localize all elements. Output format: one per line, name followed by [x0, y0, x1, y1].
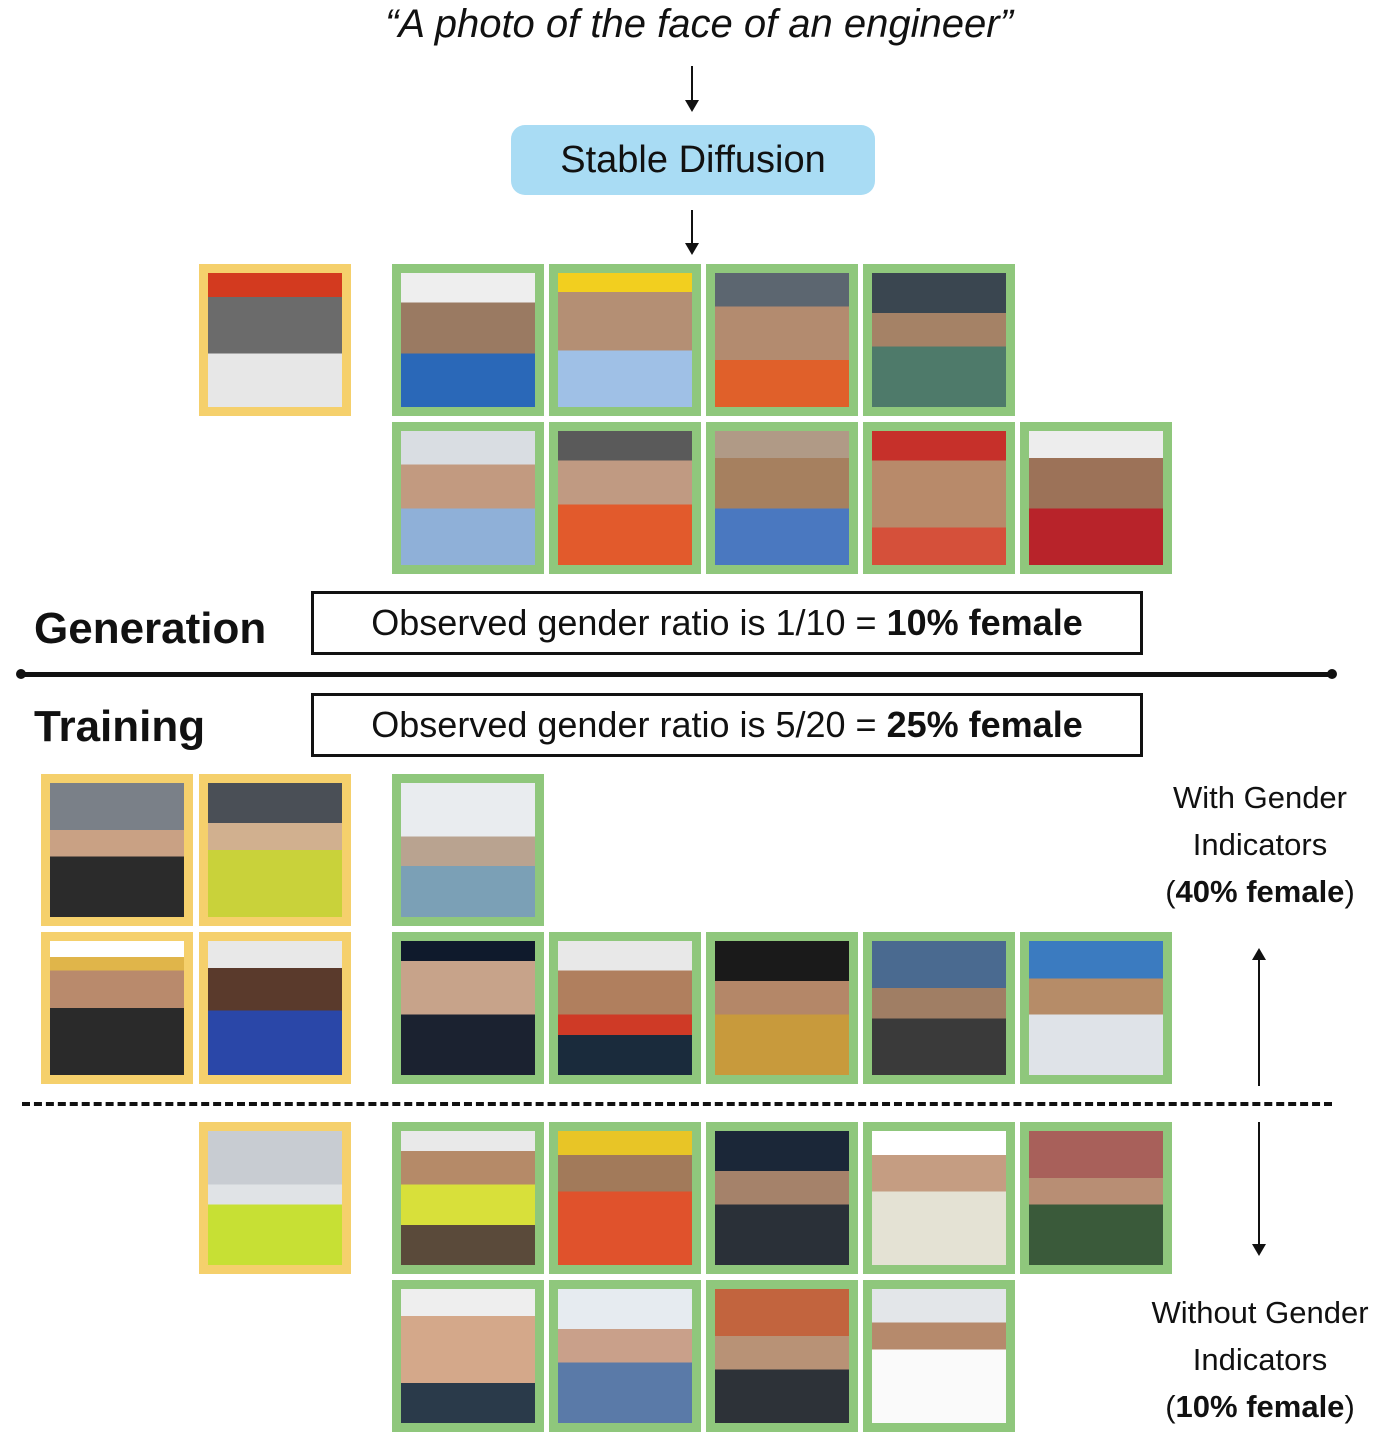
generated-male-image [863, 422, 1015, 574]
training-female-image [41, 774, 193, 926]
training-female-image [199, 1122, 351, 1274]
arrow-up-line [1258, 958, 1260, 1086]
generation-label: Generation [34, 604, 267, 653]
with-indicators-line1: With Gender [1172, 780, 1347, 815]
stable-diffusion-box: Stable Diffusion [511, 125, 875, 195]
training-ratio-value: 25% female [886, 704, 1083, 745]
training-male-image [706, 1280, 858, 1432]
with-gender-indicators-label: With Gender Indicators (40% female) [1140, 774, 1380, 915]
model-label: Stable Diffusion [560, 138, 826, 181]
arrowhead [685, 243, 699, 255]
generation-ratio-box: Observed gender ratio is 1/10 = 10% fema… [311, 591, 1143, 655]
training-ratio-box: Observed gender ratio is 5/20 = 25% fema… [311, 693, 1143, 757]
training-ratio-text: Observed gender ratio is 5/20 = [371, 704, 877, 745]
training-male-image [706, 932, 858, 1084]
divider-end-dot [16, 669, 26, 679]
generated-male-image [863, 264, 1015, 416]
arrow-down-line [1258, 1122, 1260, 1246]
generated-female-image [199, 264, 351, 416]
generated-male-image [706, 264, 858, 416]
dashed-divider [22, 1102, 1332, 1106]
training-male-image [1020, 932, 1172, 1084]
training-male-image [1020, 1122, 1172, 1274]
without-gender-indicators-label: Without Gender Indicators (10% female) [1138, 1289, 1382, 1430]
training-male-image [706, 1122, 858, 1274]
without-indicators-ratio: (10% female) [1165, 1389, 1355, 1424]
generation-ratio-text: Observed gender ratio is 1/10 = [371, 602, 877, 643]
without-indicators-line2: Indicators [1192, 1342, 1328, 1377]
with-indicators-ratio: (40% female) [1165, 874, 1355, 909]
training-male-image [549, 1122, 701, 1274]
training-female-image [41, 932, 193, 1084]
training-female-image [199, 932, 351, 1084]
training-female-image [199, 774, 351, 926]
prompt-text: “A photo of the face of an engineer” [385, 2, 1013, 46]
arrowhead-up [1252, 948, 1266, 960]
generated-male-image [549, 422, 701, 574]
arrowhead-down [1252, 1244, 1266, 1256]
training-male-image [863, 1280, 1015, 1432]
training-male-image [392, 1122, 544, 1274]
without-indicators-line1: Without Gender [1151, 1295, 1369, 1330]
training-male-image [863, 1122, 1015, 1274]
training-male-image [392, 774, 544, 926]
training-male-image [549, 932, 701, 1084]
generated-male-image [549, 264, 701, 416]
training-label: Training [34, 702, 206, 751]
arrow-model-to-images [691, 210, 693, 246]
with-indicators-line2: Indicators [1192, 827, 1328, 862]
arrow-prompt-to-model [691, 66, 693, 104]
section-divider [20, 672, 1334, 677]
divider-end-dot [1327, 669, 1337, 679]
generated-male-image [706, 422, 858, 574]
generated-male-image [392, 422, 544, 574]
generation-ratio-value: 10% female [886, 602, 1083, 643]
training-male-image [392, 1280, 544, 1432]
arrowhead [685, 100, 699, 112]
generated-male-image [1020, 422, 1172, 574]
training-male-image [392, 932, 544, 1084]
training-male-image [863, 932, 1015, 1084]
training-male-image [549, 1280, 701, 1432]
generated-male-image [392, 264, 544, 416]
